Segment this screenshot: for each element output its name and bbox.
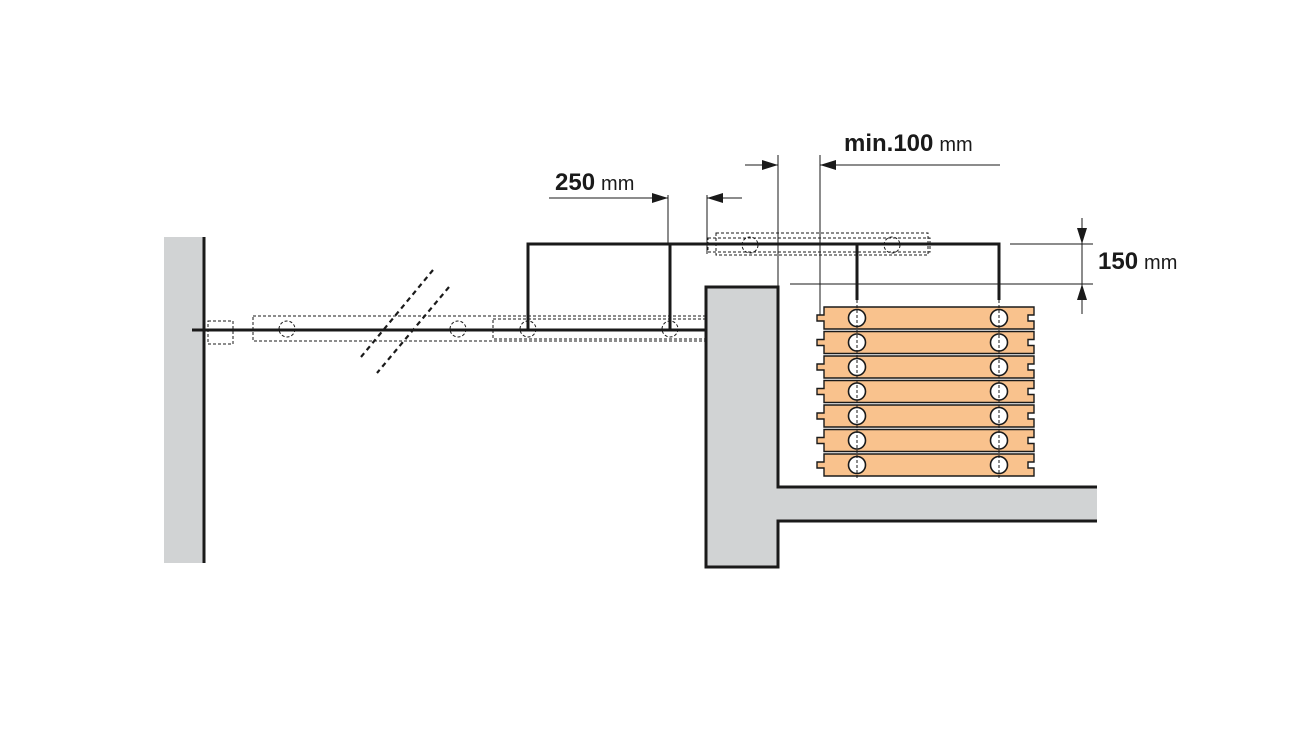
dimension-min100-value: min.100 — [844, 130, 933, 157]
dimension-250-unit: mm — [601, 173, 634, 195]
upper-rail-frame — [526, 242, 1001, 330]
dimension-min100-unit: mm — [939, 134, 972, 156]
plank — [816, 306, 1035, 330]
plank — [816, 428, 1035, 453]
plank — [816, 330, 1035, 355]
right-wall — [704, 285, 1097, 569]
plank — [816, 379, 1035, 404]
break-marks — [360, 269, 450, 374]
dimension-250-value: 250 — [555, 169, 595, 196]
left-wall — [164, 237, 206, 563]
dimension-min100: min.100 mm — [745, 130, 1000, 315]
plank — [816, 453, 1035, 477]
dimension-250: 250 mm — [549, 169, 742, 254]
dimension-150: 150 mm — [790, 218, 1177, 314]
plank-stack — [816, 300, 1035, 479]
dimension-150-value: 150 — [1098, 248, 1138, 275]
plank — [816, 404, 1035, 428]
plank — [816, 355, 1035, 379]
dimension-150-unit: mm — [1144, 252, 1177, 274]
